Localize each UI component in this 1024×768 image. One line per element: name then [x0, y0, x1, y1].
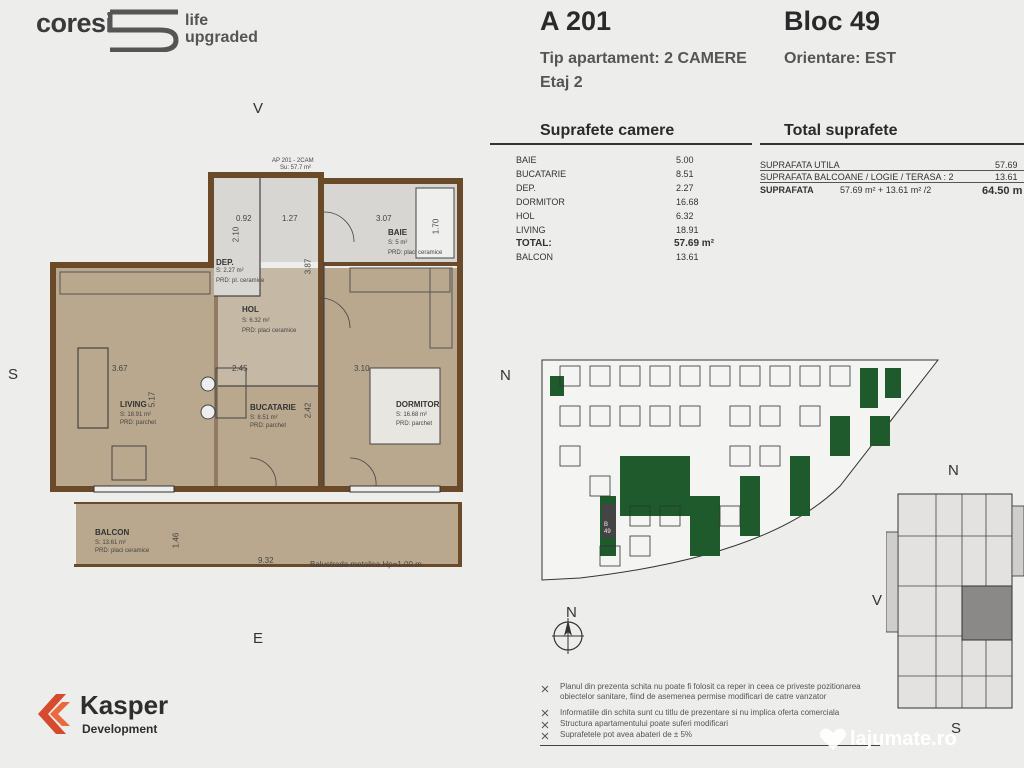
keyplan-west: V	[872, 592, 883, 609]
apartment-code: A 201	[540, 6, 612, 36]
total-table-rule	[760, 143, 1024, 145]
rooms-row-dep: DEP.2.27	[516, 183, 694, 193]
room-baie-name: BAIE	[388, 228, 408, 237]
brand-five-icon	[108, 9, 179, 52]
rooms-row-total: TOTAL:57.69 m²	[516, 238, 715, 249]
dim-bath-height: 1.70	[431, 218, 441, 235]
room-balcon-floor: PRD: placi ceramice	[95, 548, 150, 554]
dim-kitchen-height: 2.42	[303, 402, 313, 419]
room-dep-name: DEP.	[216, 258, 234, 267]
dim-kitchen-width: 2.45	[232, 364, 248, 373]
heart-icon	[820, 728, 846, 750]
dim-living-width: 3.67	[112, 364, 128, 373]
dim-living-height: 5.17	[147, 391, 157, 408]
block-code: Bloc 49	[784, 6, 881, 36]
plan-header-code: AP 201 - 2CAM	[272, 158, 314, 164]
rooms-table-heading: Suprafete camere	[540, 122, 675, 139]
room-baie-area: S: 5 m²	[388, 240, 408, 246]
note-1: Planul din prezenta schita nu poate fi f…	[560, 682, 861, 691]
room-hol-name: HOL	[242, 305, 259, 314]
note-4: Structura apartamentului poate suferi mo…	[560, 719, 729, 728]
room-bucatarie-floor: PRD: parchet	[250, 423, 287, 429]
brand-tagline: life upgraded	[185, 12, 258, 46]
plan-header-area: Su: 57.7 m²	[280, 165, 312, 171]
block-orientation: Orientare: EST	[784, 50, 897, 67]
dim-hall-width: 1.27	[282, 214, 298, 223]
notes-rule	[540, 745, 880, 746]
rooms-table-rule	[490, 143, 752, 145]
living-floor	[56, 268, 214, 486]
site-block-marker: B 49	[604, 522, 611, 536]
brand-logo-text: coresi	[36, 8, 113, 38]
dim-hall-height: 3.87	[303, 258, 313, 275]
floor-plan-drawing	[50, 172, 463, 567]
site-north-letter: N	[500, 367, 511, 384]
site-block-label: B	[604, 522, 609, 528]
room-baie-floor: PRD: placi ceramice	[388, 250, 443, 256]
keyplan-south: S	[951, 720, 962, 737]
brand-tagline-2: upgraded	[185, 29, 258, 46]
plan-compass-v: V	[253, 100, 264, 117]
apartment-type: Tip apartament: 2 CAMERE	[540, 50, 747, 67]
dim-dep-height: 2.10	[231, 226, 241, 243]
room-dep-floor: PRD: pl. ceramice	[216, 278, 265, 284]
keyplan-north: N	[948, 462, 959, 479]
room-bucatarie-area: S: 8.51 m²	[250, 415, 278, 421]
site-plan-drawing	[541, 359, 940, 581]
watermark-text: lajumate.ro	[850, 728, 957, 750]
plan-compass-s: S	[8, 366, 19, 383]
dim-bedroom-width: 3.10	[354, 364, 370, 373]
kasper-logo-icon	[38, 694, 70, 734]
room-balcon-area: S: 13.61 m²	[95, 540, 127, 546]
room-hol-floor: PRD: placi ceramice	[242, 328, 297, 334]
plan-compass-e: E	[253, 630, 264, 647]
developer-name: Kasper	[80, 690, 169, 720]
brand-tagline-1: life	[185, 12, 209, 29]
site-compass-icon	[552, 618, 584, 654]
room-living-floor: PRD: parchet	[120, 420, 157, 426]
room-dormitor-area: S: 16.68 m²	[396, 412, 428, 418]
room-dep-area: S: 2.27 m²	[216, 268, 244, 274]
room-dormitor-floor: PRD: parchet	[396, 421, 433, 427]
dim-balcony-depth: 1.46	[171, 532, 181, 549]
developer-sub: Development	[82, 722, 158, 736]
total-table-heading: Total suprafete	[784, 122, 898, 139]
room-balcon-name: BALCON	[95, 528, 130, 537]
dim-dep-width: 0.92	[236, 214, 252, 223]
dim-total-width: 9.32	[258, 556, 274, 565]
room-bucatarie-name: BUCATARIE	[250, 403, 296, 412]
notes-bullets	[541, 685, 549, 740]
room-dormitor-name: DORMITOR	[396, 400, 440, 409]
room-living-name: LIVING	[120, 400, 147, 409]
room-hol-area: S: 6.32 m²	[242, 318, 270, 324]
balcony-floor	[76, 504, 460, 566]
site-block-num: 49	[604, 529, 611, 535]
note-2: obiectelor sanitare, fiind de asemenea p…	[560, 692, 827, 701]
note-5: Suprafetele pot avea abateri de ± 5%	[560, 730, 693, 739]
railing-note: Balustrada metalica Hp=1.00 m	[310, 560, 422, 569]
keyplan-drawing	[886, 493, 1024, 709]
apartment-floor: Etaj 2	[540, 74, 583, 91]
site-compass-letter: N	[566, 604, 577, 621]
dim-bath-width: 3.07	[376, 214, 392, 223]
room-living-area: S: 18.91 m²	[120, 412, 152, 418]
note-3: Informatiile din schita sunt cu titlu de…	[560, 708, 840, 717]
